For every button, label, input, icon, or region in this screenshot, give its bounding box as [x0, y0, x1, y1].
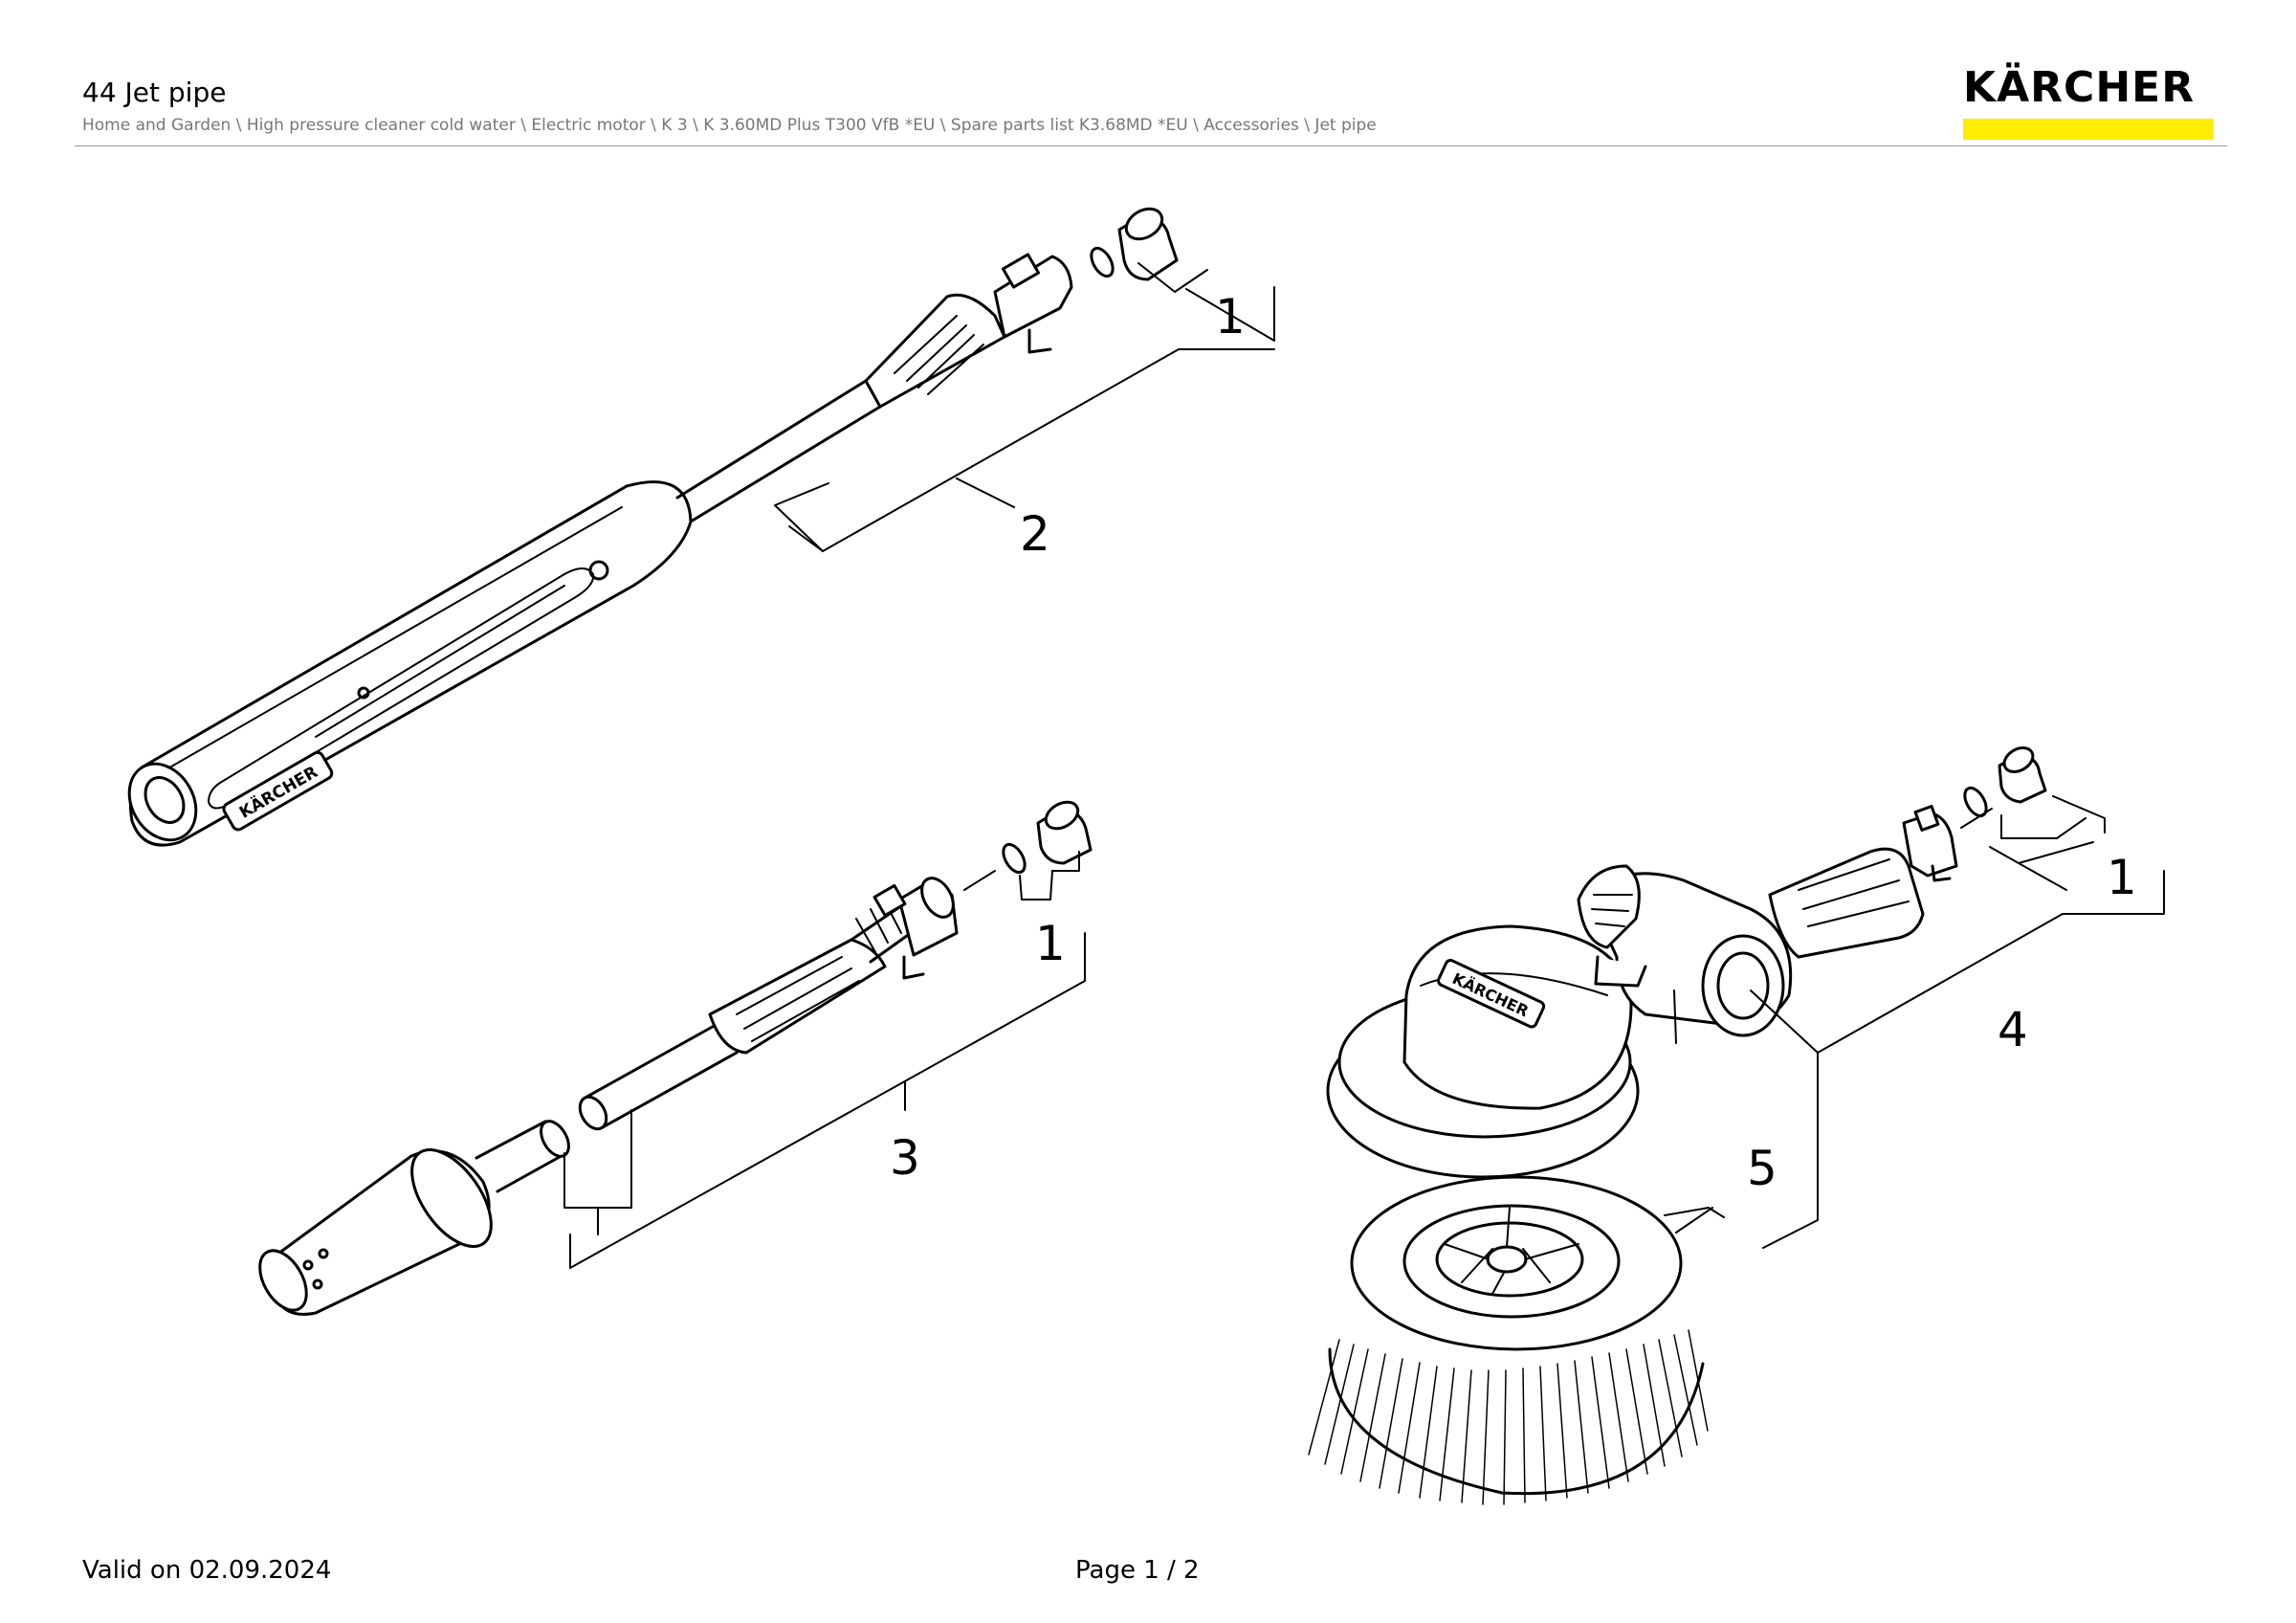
logo-text: KÄRCHER	[1963, 63, 2196, 112]
callout-1-right: 1	[2107, 850, 2137, 905]
validity-date: Valid on 02.09.2024	[82, 1556, 332, 1585]
header-divider	[75, 145, 2227, 146]
callout-5: 5	[1747, 1141, 1777, 1196]
rotary-nozzle-assembly	[258, 800, 1093, 1316]
page-title: 44 Jet pipe	[82, 77, 227, 108]
page-number: Page 1 / 2	[1075, 1556, 1200, 1585]
header: 44 Jet pipe Home and Garden \ High press…	[82, 77, 1377, 135]
callout-1-middle: 1	[1035, 916, 1066, 971]
callout-3: 3	[890, 1130, 920, 1186]
logo-yellow-bar	[1963, 119, 2214, 140]
jet-pipe-handle-assembly: KÄRCHER	[127, 207, 1179, 847]
callout-4: 4	[1998, 1002, 2028, 1057]
callout-2: 2	[1020, 506, 1050, 562]
breadcrumb: Home and Garden \ High pressure cleaner …	[82, 116, 1377, 135]
rotating-wash-brush-assembly: KÄRCHER	[1308, 746, 2047, 1505]
callout-1-top: 1	[1215, 289, 1246, 345]
karcher-logo: KÄRCHER	[1963, 65, 2214, 140]
